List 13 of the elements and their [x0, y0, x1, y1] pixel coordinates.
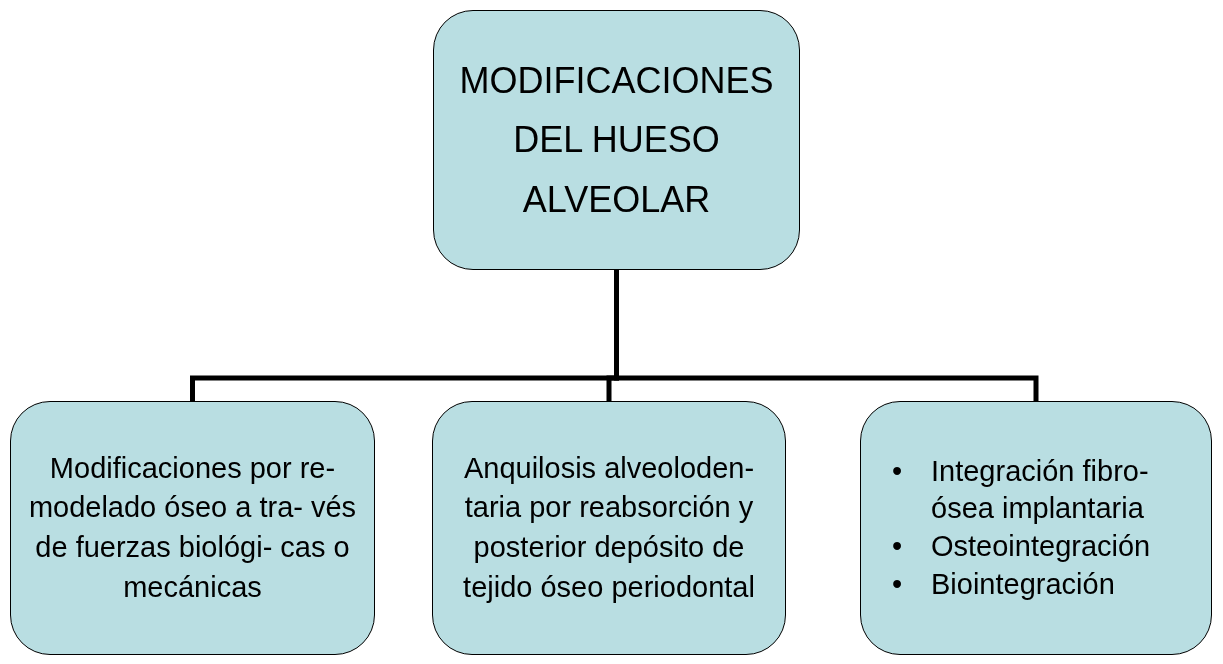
bullet-marker: •	[891, 566, 904, 602]
rounded-box	[432, 401, 786, 655]
box-text: Anquilosis alveoloden- taria por reabsorción y posterior depósito de tejido óseo periodontal	[462, 450, 756, 605]
box-text: Modificaciones por re- modelado óseo a tra- vés de fuerzas biológi- cas o mecánicas	[27, 450, 358, 605]
bullet-marker: •	[891, 529, 904, 564]
bullet-item-text: Biointegración	[931, 566, 1116, 602]
rounded-box	[433, 10, 800, 270]
bullet-marker: •	[891, 453, 904, 489]
rounded-box	[860, 401, 1212, 655]
bullet-item-text: Integración fibro- ósea implantaria	[931, 453, 1150, 527]
rounded-box	[10, 401, 375, 655]
bullet-item-text: Osteointegración	[931, 529, 1152, 564]
box-text: MODIFICACIONES DEL HUESO ALVEOLAR	[458, 58, 775, 222]
